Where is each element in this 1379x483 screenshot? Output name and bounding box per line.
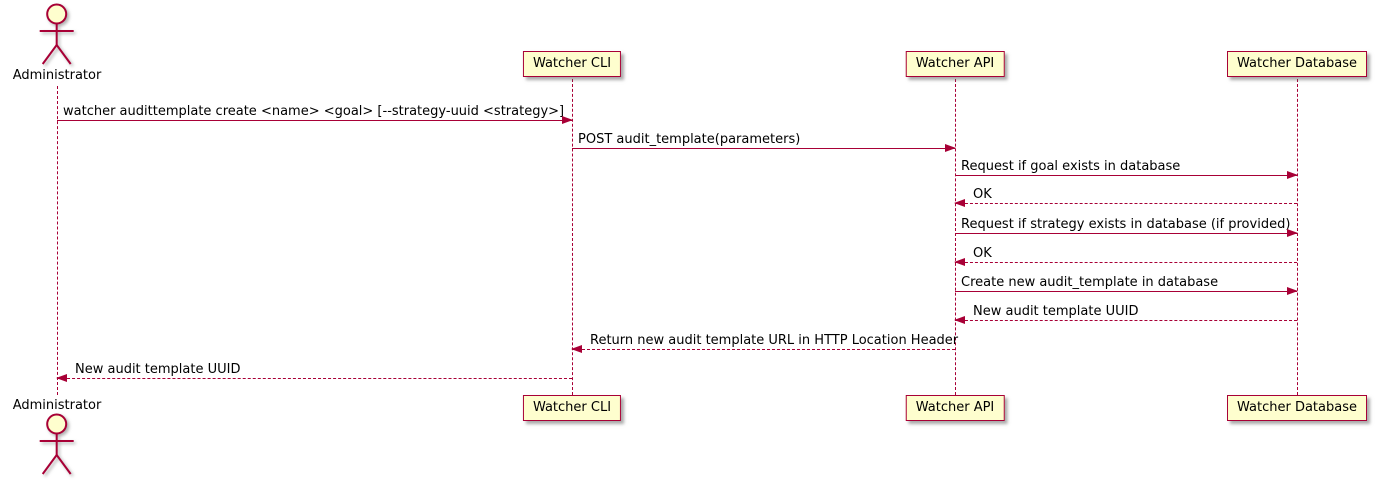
- message-label: New audit template UUID: [75, 362, 241, 377]
- participant-label: Watcher Database: [1237, 56, 1357, 71]
- lifeline-watcher-api: [955, 79, 956, 395]
- actor-label: Administrator: [12, 68, 102, 83]
- message-label: POST audit_template(parameters): [578, 132, 801, 147]
- message-request-goal-exists: Request if goal exists in database: [955, 159, 1298, 179]
- message-label: Request if strategy exists in database (…: [961, 217, 1291, 232]
- actor-administrator-bottom: Administrator: [12, 397, 102, 477]
- message-arrow: [955, 228, 1298, 237]
- participant-watcher-cli-bottom: Watcher CLI: [522, 395, 622, 421]
- arrowhead-right-icon: [1287, 228, 1298, 237]
- actor-icon: [40, 413, 74, 475]
- message-arrow: [955, 286, 1298, 295]
- arrowhead-left-icon: [954, 315, 965, 324]
- message-label: Create new audit_template in database: [961, 275, 1219, 290]
- message-arrow: [955, 170, 1298, 179]
- message-label: New audit template UUID: [973, 304, 1139, 319]
- message-ok-strategy: OK: [954, 246, 1297, 266]
- message-return-url-location-header: Return new audit template URL in HTTP Lo…: [571, 333, 959, 353]
- arrowhead-left-icon: [954, 257, 965, 266]
- participant-label: Watcher API: [915, 56, 995, 71]
- message-arrow: [572, 143, 956, 152]
- participant-watcher-api-bottom: Watcher API: [905, 395, 1005, 421]
- message-arrow: [571, 344, 955, 353]
- message-arrow: [954, 198, 1297, 207]
- message-request-strategy-exists: Request if strategy exists in database (…: [955, 217, 1298, 237]
- message-label: OK: [973, 187, 992, 202]
- actor-label: Administrator: [12, 398, 102, 413]
- message-new-uuid-to-admin: New audit template UUID: [56, 362, 572, 382]
- participant-label: Watcher CLI: [532, 56, 612, 71]
- arrowhead-right-icon: [1287, 286, 1298, 295]
- participant-watcher-cli-top: Watcher CLI: [522, 51, 622, 77]
- participant-label: Watcher API: [915, 400, 995, 415]
- participant-label: Watcher Database: [1237, 400, 1357, 415]
- actor-administrator-top: Administrator: [12, 3, 102, 83]
- lifeline-watcher-database: [1297, 79, 1298, 395]
- arrowhead-left-icon: [56, 373, 67, 382]
- participant-watcher-database-bottom: Watcher Database: [1227, 395, 1367, 421]
- arrowhead-right-icon: [562, 115, 573, 124]
- participant-watcher-api-top: Watcher API: [905, 51, 1005, 77]
- arrowhead-left-icon: [954, 198, 965, 207]
- message-arrow: [56, 373, 572, 382]
- message-create-in-database: Create new audit_template in database: [955, 275, 1298, 295]
- message-label: watcher audittemplate create <name> <goa…: [63, 104, 565, 119]
- message-arrow: [954, 315, 1297, 324]
- arrowhead-right-icon: [1287, 170, 1298, 179]
- lifeline-administrator: [57, 86, 58, 395]
- message-label: Request if goal exists in database: [961, 159, 1181, 174]
- message-post-audit-template: POST audit_template(parameters): [572, 132, 956, 152]
- message-label: Return new audit template URL in HTTP Lo…: [590, 333, 959, 348]
- participant-label: Watcher CLI: [532, 400, 612, 415]
- message-arrow: [954, 257, 1297, 266]
- arrowhead-right-icon: [945, 143, 956, 152]
- message-label: OK: [973, 246, 992, 261]
- actor-icon: [40, 3, 74, 65]
- message-new-uuid-from-db: New audit template UUID: [954, 304, 1297, 324]
- message-ok-goal: OK: [954, 187, 1297, 207]
- participant-watcher-database-top: Watcher Database: [1227, 51, 1367, 77]
- message-create-audittemplate: watcher audittemplate create <name> <goa…: [57, 104, 573, 124]
- message-arrow: [57, 115, 573, 124]
- arrowhead-left-icon: [571, 344, 582, 353]
- lifeline-watcher-cli: [572, 79, 573, 395]
